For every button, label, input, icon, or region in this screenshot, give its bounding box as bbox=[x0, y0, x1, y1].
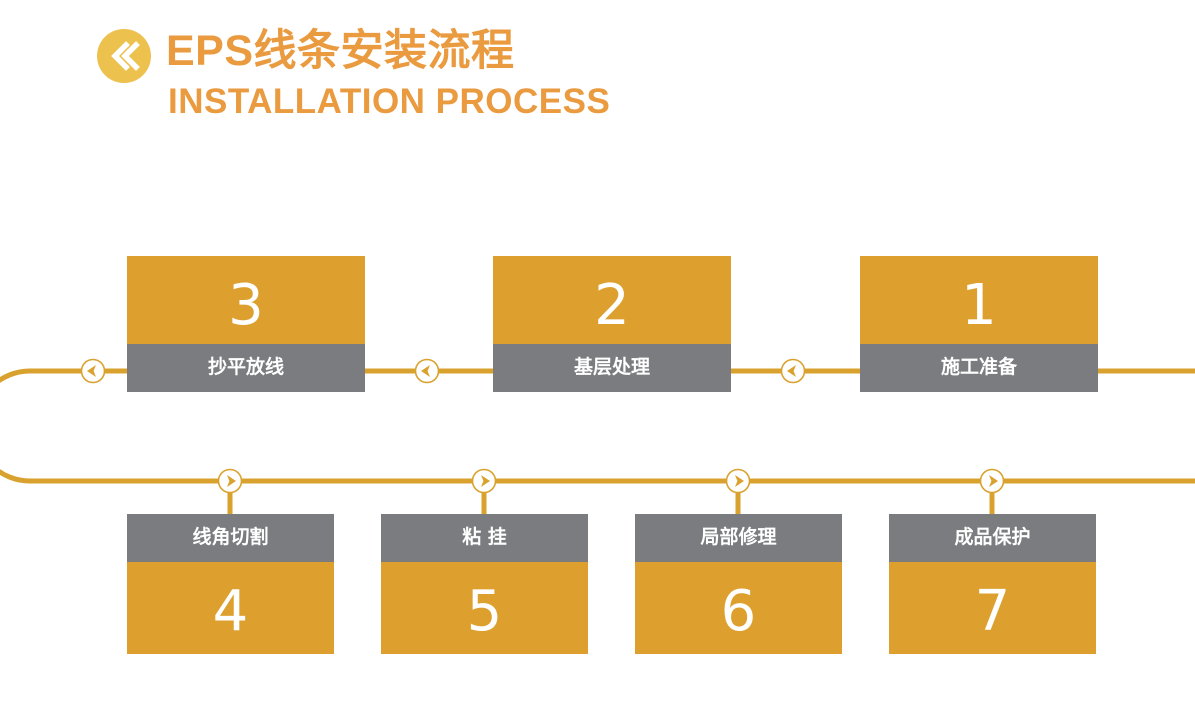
step-3-number: 3 bbox=[127, 256, 365, 344]
step-6-number: 6 bbox=[635, 562, 842, 654]
step-box-4[interactable]: 线角切割 4 bbox=[127, 514, 334, 654]
arrow-right-bottom-2-icon bbox=[471, 468, 497, 494]
step-1-label: 施工准备 bbox=[860, 344, 1098, 392]
step-6-label: 局部修理 bbox=[635, 514, 842, 562]
step-box-7[interactable]: 成品保护 7 bbox=[889, 514, 1096, 654]
step-box-2[interactable]: 2 基层处理 bbox=[493, 256, 731, 392]
arrow-left-top-1-icon bbox=[80, 358, 106, 384]
step-7-label: 成品保护 bbox=[889, 514, 1096, 562]
arrow-left-top-2-icon bbox=[414, 358, 440, 384]
arrow-right-bottom-4-icon bbox=[979, 468, 1005, 494]
page-title-cn: EPS线条安装流程 bbox=[166, 27, 515, 75]
step-5-number: 5 bbox=[381, 562, 588, 654]
page-title-en: INSTALLATION PROCESS bbox=[168, 82, 611, 121]
step-2-label: 基层处理 bbox=[493, 344, 731, 392]
step-4-number: 4 bbox=[127, 562, 334, 654]
double-chevron-left-icon bbox=[97, 29, 151, 83]
arrow-right-bottom-1-icon bbox=[217, 468, 243, 494]
step-3-label: 抄平放线 bbox=[127, 344, 365, 392]
arrow-right-bottom-3-icon bbox=[725, 468, 751, 494]
step-box-3[interactable]: 3 抄平放线 bbox=[127, 256, 365, 392]
header-text-group: EPS线条安装流程 INSTALLATION PROCESS bbox=[166, 24, 610, 124]
step-box-1[interactable]: 1 施工准备 bbox=[860, 256, 1098, 392]
step-4-label: 线角切割 bbox=[127, 514, 334, 562]
step-box-5[interactable]: 粘 挂 5 bbox=[381, 514, 588, 654]
arrow-left-top-3-icon bbox=[780, 358, 806, 384]
page-header: EPS线条安装流程 INSTALLATION PROCESS bbox=[96, 24, 796, 134]
step-5-label: 粘 挂 bbox=[381, 514, 588, 562]
step-1-number: 1 bbox=[860, 256, 1098, 344]
step-box-6[interactable]: 局部修理 6 bbox=[635, 514, 842, 654]
step-7-number: 7 bbox=[889, 562, 1096, 654]
left-uturn-connector bbox=[0, 368, 95, 484]
step-2-number: 2 bbox=[493, 256, 731, 344]
